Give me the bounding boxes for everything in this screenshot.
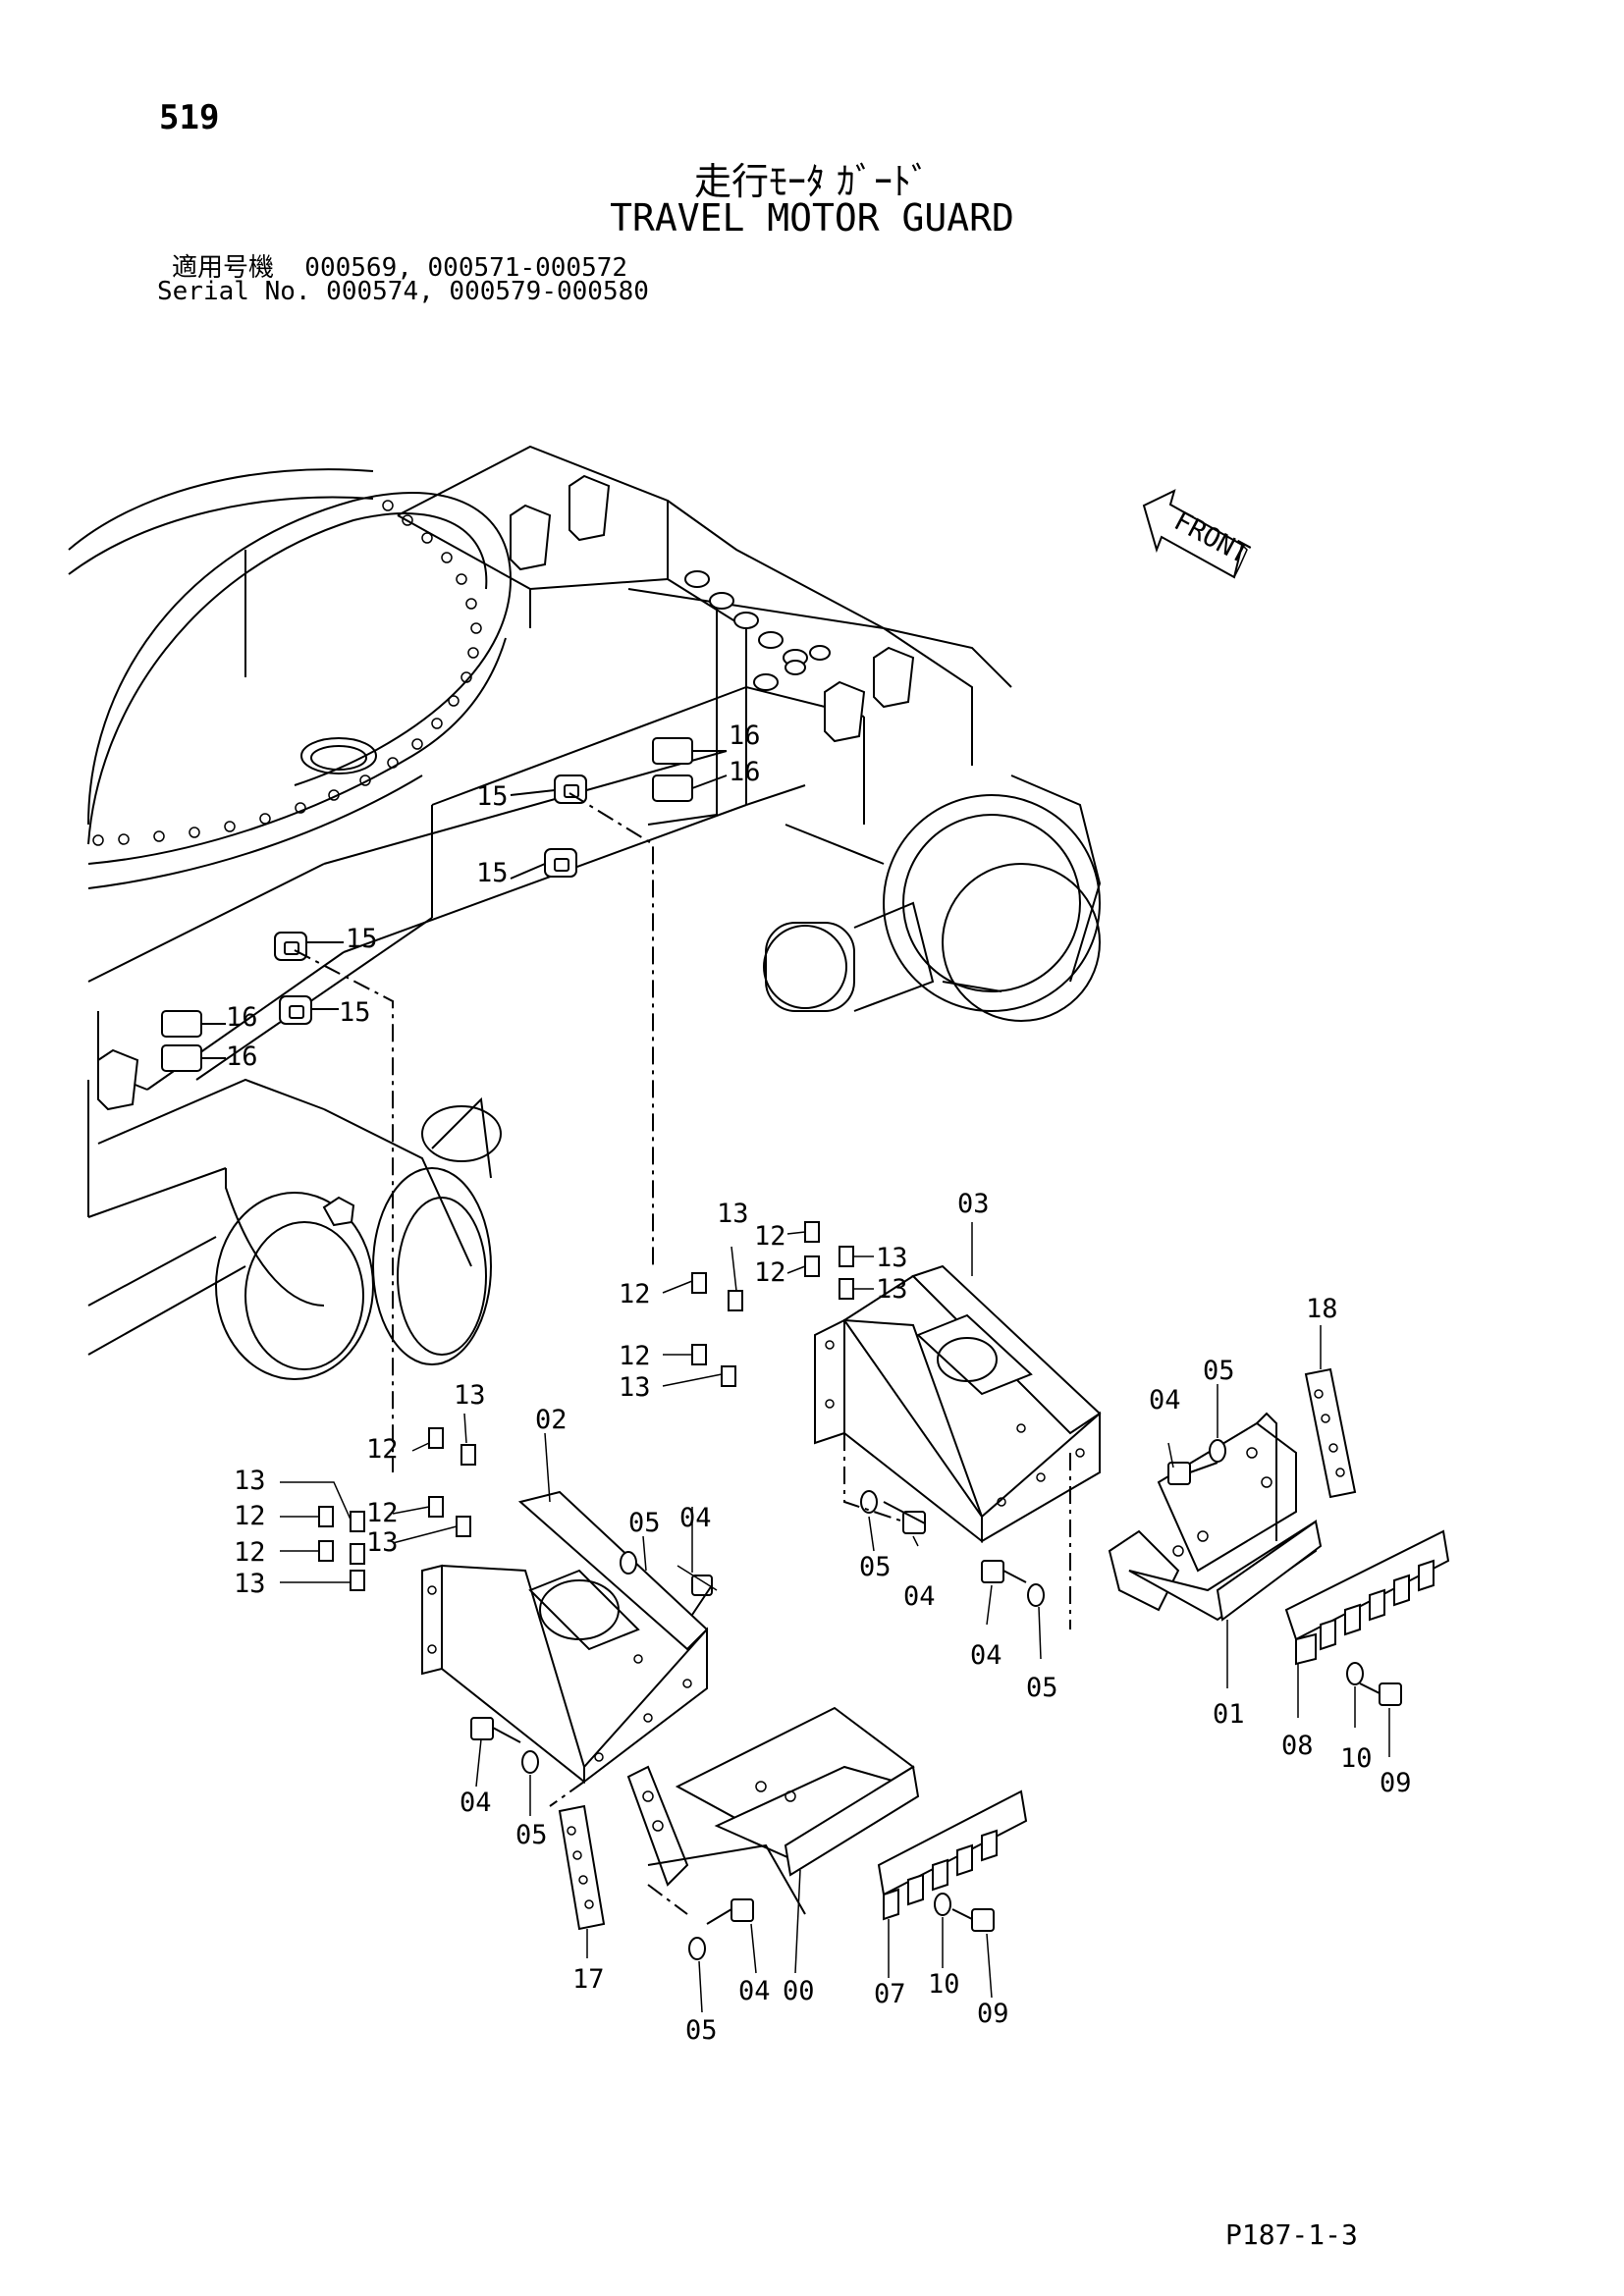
callout-12: 12 (366, 1498, 399, 1528)
callout-16: 16 (226, 1002, 258, 1033)
callout-17: 17 (572, 1964, 605, 1995)
callout-13: 13 (234, 1569, 266, 1599)
bolts-and-washers (470, 1439, 1402, 1960)
callout-05: 05 (628, 1508, 661, 1538)
bracket-02 (421, 1490, 709, 1785)
guard-07 (877, 1789, 1028, 1921)
guard-01 (1108, 1412, 1323, 1622)
callout-13: 13 (876, 1243, 908, 1273)
callout-00: 00 (783, 1976, 815, 2006)
callout-12: 12 (234, 1537, 266, 1568)
callout-10: 10 (928, 1969, 960, 2000)
callout-13: 13 (234, 1466, 266, 1496)
callout-01: 01 (1213, 1699, 1245, 1730)
callout-07: 07 (874, 1979, 906, 2009)
callout-08: 08 (1281, 1731, 1314, 1761)
callout-05: 05 (859, 1552, 892, 1582)
title-english: TRAVEL MOTOR GUARD (610, 196, 1014, 240)
callout-05: 05 (515, 1820, 548, 1850)
serial-numbers-en: Serial No. 000574, 000579-000580 (157, 277, 649, 306)
machine-frame (68, 445, 1102, 1380)
callout-13: 13 (454, 1380, 486, 1411)
callout-03: 03 (957, 1189, 990, 1219)
callout-16: 16 (729, 721, 761, 751)
callout-09: 09 (977, 1999, 1009, 2029)
page-number: 519 (159, 98, 220, 137)
page-code: P187-1-3 (1225, 2218, 1358, 2251)
callout-13: 13 (366, 1527, 399, 1558)
callout-04: 04 (1149, 1385, 1181, 1415)
callout-16: 16 (226, 1041, 258, 1072)
callout-labels: 16 16 15 15 15 15 16 16 03 13 12 13 12 1… (226, 721, 1412, 2046)
front-arrow-icon: FRONT (1142, 489, 1254, 579)
guard-08 (1284, 1529, 1450, 1666)
callout-15: 15 (476, 858, 509, 888)
title-japanese: 走行ﾓｰﾀ ｶﾞｰﾄﾞ (693, 160, 931, 203)
callout-13: 13 (619, 1372, 651, 1403)
callout-02: 02 (535, 1405, 568, 1435)
callout-04: 04 (738, 1976, 771, 2006)
serial-numbers-jp: 適用号機 000569, 000571-000572 (172, 253, 628, 283)
callout-10: 10 (1340, 1743, 1373, 1774)
callout-04: 04 (460, 1788, 492, 1818)
callout-18: 18 (1306, 1294, 1338, 1324)
callout-13: 13 (717, 1199, 749, 1229)
plate-17 (558, 1804, 606, 1931)
callout-12: 12 (619, 1341, 651, 1371)
callout-13: 13 (876, 1274, 908, 1305)
callout-12: 12 (366, 1434, 399, 1465)
bracket-03 (814, 1264, 1102, 1544)
callout-12: 12 (234, 1501, 266, 1531)
callout-15: 15 (476, 781, 509, 812)
leader-lines-frame (201, 750, 728, 1472)
callout-04: 04 (679, 1503, 712, 1533)
callout-12: 12 (619, 1279, 651, 1309)
callout-15: 15 (339, 997, 371, 1028)
leader-lines-parts (280, 1222, 1390, 2013)
callout-04: 04 (970, 1640, 1002, 1671)
callout-09: 09 (1380, 1768, 1412, 1798)
callout-12: 12 (754, 1221, 786, 1252)
callout-16: 16 (729, 757, 761, 787)
callout-05: 05 (1203, 1356, 1235, 1386)
shim-plates (318, 1221, 854, 1591)
plate-18 (1304, 1367, 1357, 1499)
callout-15: 15 (346, 924, 378, 954)
callout-04: 04 (903, 1581, 936, 1612)
callout-05: 05 (1026, 1673, 1058, 1703)
callout-12: 12 (754, 1257, 786, 1288)
callout-05: 05 (685, 2015, 718, 2046)
guard-00 (626, 1706, 920, 1915)
